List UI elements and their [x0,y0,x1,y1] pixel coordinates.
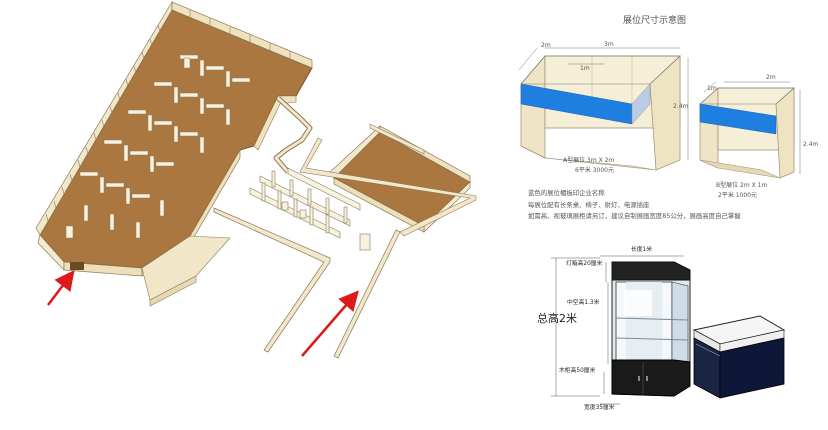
booth-a-dim-half: 1m [580,65,590,72]
booth-a-dim-width: 3m [604,41,614,48]
showcase-middle-height: 中空高1.3米 [567,300,600,306]
showcase-cabinet [611,359,691,397]
booth-diagram-title: 展位尺寸示意图 [623,16,687,26]
showcase-lamp-box-height: 灯箱高20厘米 [566,261,603,267]
booth-b-caption-1: B型展位 2m X 1m [716,182,768,189]
entrance-arrow-right [301,290,359,357]
booth-a-caption-1: A型展位 3m X 2m [563,157,615,164]
booth-a-dim-depth: 2m [541,42,551,49]
corridor-and-annex [213,96,477,359]
corridor-booths [249,167,371,251]
booth-b-dim-width: 2m [766,74,776,81]
booth-a-caption-2: 6平米 3000元 [575,167,614,174]
showcase-top-width: 长度1米 [631,247,653,253]
booth-a-diagram [518,47,689,171]
booth-b-diagram [699,81,801,179]
booth-note-1: 蓝色的展位楣板印企业名称 [528,189,605,197]
entrance-arrow-left [47,270,75,306]
showcase-width: 宽度35厘米 [584,405,615,411]
hall-entrance [70,262,84,270]
booth-note-2: 每展位配有长条桌、椅子、射灯、电源插座 [528,201,650,209]
showcase-lamp-box [611,261,691,281]
booth-b-dim-height: 2.4m [803,141,819,148]
corridor-wall-left [213,207,331,353]
low-counter-diagram [692,315,786,399]
exhibition-hall-floorplan [35,0,313,307]
corridor-wall-right [299,137,477,237]
hall-annex-floor [141,235,231,301]
hall-booth-partitions [79,54,251,239]
showcase-total-height: 总高2米 [537,312,577,325]
booth-note-3: 如需高、视玻璃展柜请另订，建议自制展画宽度85公分，展画高度自己掌握 [528,212,741,220]
tall-showcase-diagram [551,255,691,405]
booth-b-fascia [699,103,777,135]
booth-a-dim-height: 2.4m [673,103,689,110]
booth-b-dim-depth: 1m [707,85,717,92]
showcase-cabinet-height: 木柜高50厘米 [559,368,596,374]
booth-b-caption-2: 2平米 1000元 [718,192,757,199]
